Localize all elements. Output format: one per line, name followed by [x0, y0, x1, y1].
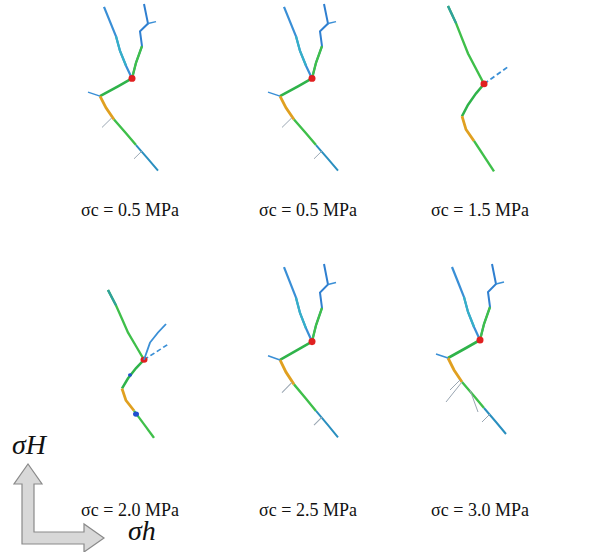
stress-label: σh	[128, 514, 156, 548]
stress-label: σH	[12, 428, 46, 462]
panel-caption: σc = 1.5 MPa	[431, 200, 529, 222]
panel-caption: σc = 3.0 MPa	[431, 500, 529, 522]
panel-caption: σc = 0.5 MPa	[81, 200, 179, 222]
panel-caption: σc = 0.5 MPa	[259, 200, 357, 222]
panel-caption: σc = 2.5 MPa	[259, 500, 357, 522]
